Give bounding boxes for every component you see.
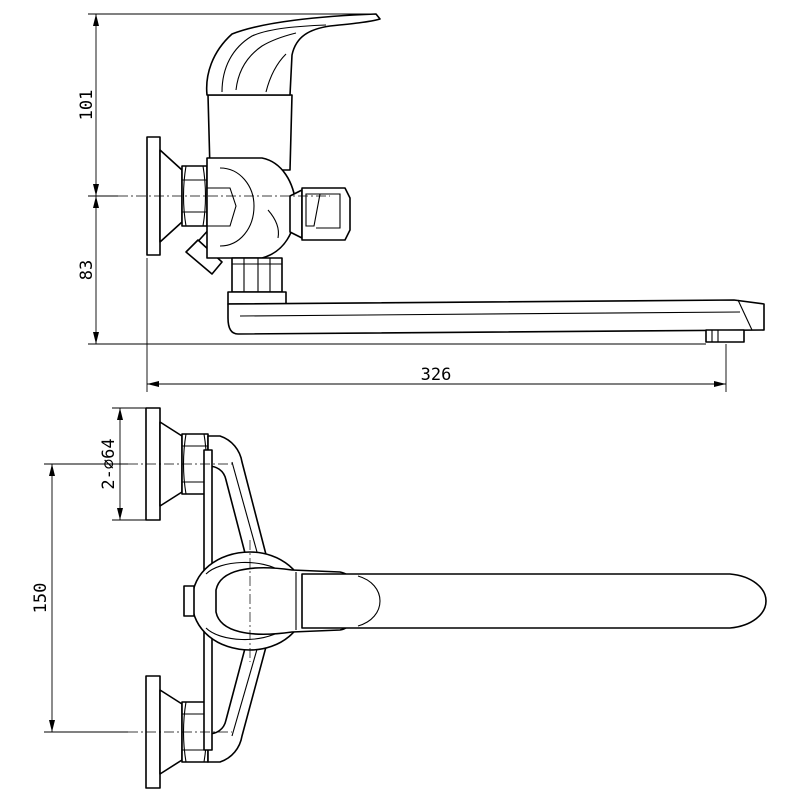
side-valve-housing <box>206 157 297 259</box>
side-coupling <box>231 257 283 293</box>
side-spout <box>227 299 765 335</box>
dimension-lines <box>44 13 727 733</box>
dim-label-83: 83 <box>77 260 97 280</box>
side-pull-knob <box>301 187 351 241</box>
plan-spout <box>301 573 767 629</box>
dim-label-150: 150 <box>31 583 51 614</box>
side-view <box>118 13 765 343</box>
dim-label-101: 101 <box>77 90 97 121</box>
dim-label-326: 326 <box>421 365 452 385</box>
dim-label-diameter: 2-∅64 <box>99 438 119 489</box>
plan-view <box>128 407 767 789</box>
side-wall-flange <box>146 136 161 256</box>
side-aerator <box>705 329 745 343</box>
